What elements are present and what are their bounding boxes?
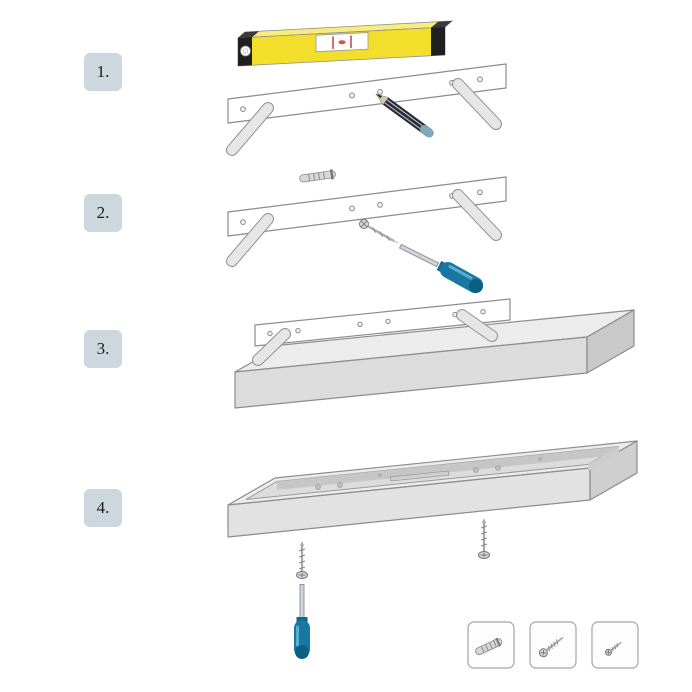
legend-box-large-screw: [529, 621, 577, 669]
step-2-illustration: [226, 169, 507, 293]
screw: [359, 219, 400, 244]
shelf-board: [234, 309, 635, 409]
shelf-underside: [227, 440, 638, 538]
pencil: [375, 93, 434, 138]
screwdriver: [398, 243, 483, 293]
hardware-legend: [467, 621, 639, 669]
step-4-illustration: [227, 440, 638, 659]
screwdriver: [294, 584, 310, 659]
legend-box-anchor: [467, 621, 515, 669]
step-3-badge: 3.: [84, 330, 122, 368]
step-4-badge: 4.: [84, 489, 122, 527]
dowel-rod-right: [456, 309, 498, 342]
spirit-level: [236, 20, 454, 67]
step-4-number: 4.: [96, 498, 110, 517]
step-1-badge: 1.: [84, 53, 122, 91]
end-vial: [240, 45, 251, 57]
wall-anchor-icon: [475, 637, 503, 656]
inner-rib: [389, 470, 450, 482]
screw-left: [296, 541, 308, 579]
small-screw-icon: [604, 641, 623, 656]
level-vial-window: [315, 32, 369, 53]
step-3-number: 3.: [96, 339, 110, 358]
step-1-number: 1.: [96, 62, 110, 81]
dowel-rod-left: [226, 102, 274, 156]
step-3-illustration: [234, 298, 635, 409]
dowel-rod-left: [252, 328, 291, 366]
step-2-badge: 2.: [84, 194, 122, 232]
dowel-rod-left: [226, 213, 274, 267]
step-2-number: 2.: [96, 203, 110, 222]
large-screw-icon: [538, 636, 564, 658]
dowel-rod-right: [452, 78, 502, 130]
legend-box-small-screw: [591, 621, 639, 669]
dowel-rod-right: [452, 189, 502, 241]
mounting-rail: [254, 298, 511, 347]
wall-anchor: [299, 169, 336, 183]
screw-right: [478, 518, 490, 559]
step-1-illustration: [226, 20, 507, 156]
